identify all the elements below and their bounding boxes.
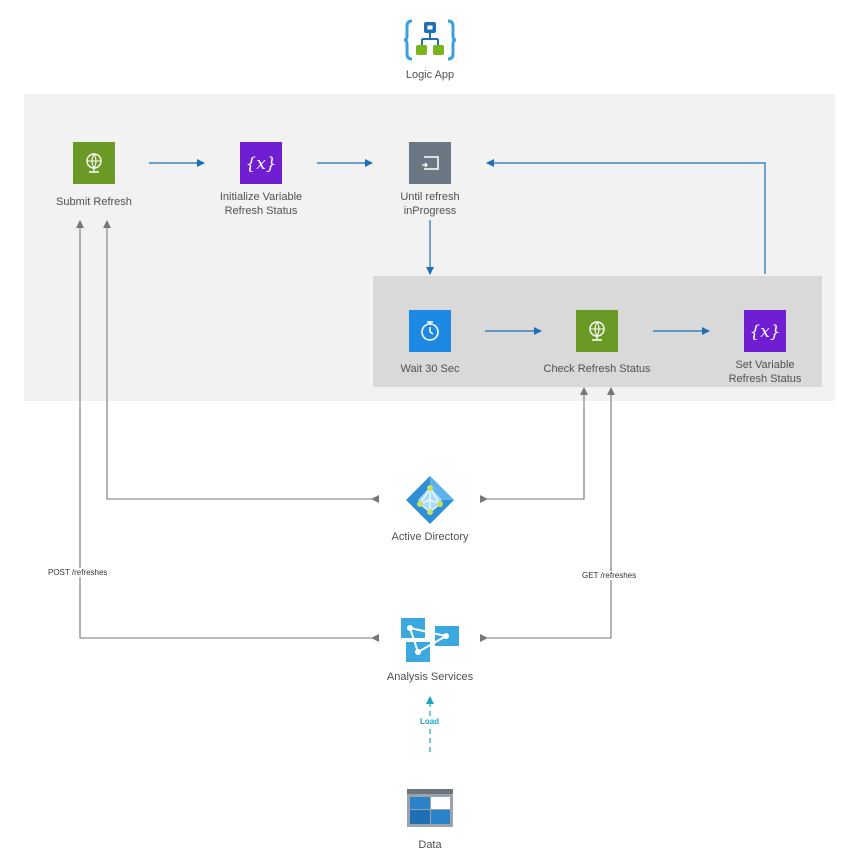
submit-refresh-node[interactable] bbox=[73, 142, 115, 184]
data-label: Data bbox=[418, 839, 442, 851]
logic-app-label: Logic App bbox=[405, 69, 455, 81]
active-directory-label: Active Directory bbox=[391, 531, 469, 543]
stopwatch-icon bbox=[421, 321, 439, 341]
check-refresh-node[interactable] bbox=[576, 310, 618, 352]
arrow-check-ad bbox=[480, 387, 588, 503]
set-variable-node[interactable]: {x} bbox=[744, 310, 786, 352]
load-label: Load bbox=[419, 717, 441, 726]
analysis-services-label: Analysis Services bbox=[386, 671, 474, 683]
set-variable-label: Set Variable Refresh Status bbox=[728, 359, 802, 385]
post-refreshes-label: POST /refreshes bbox=[47, 568, 109, 577]
arrow-check-as-get bbox=[480, 387, 615, 642]
http-globe-icon bbox=[86, 153, 102, 173]
init-variable-node[interactable]: {x} bbox=[240, 142, 282, 184]
data-table-icon[interactable] bbox=[407, 789, 453, 827]
svg-text:{x}: {x} bbox=[749, 322, 780, 342]
submit-refresh-label: Submit Refresh bbox=[56, 196, 132, 208]
variable-icon: {x} bbox=[245, 154, 276, 174]
until-refresh-label: Until refresh inProgress bbox=[400, 191, 460, 217]
svg-text:{x}: {x} bbox=[245, 154, 276, 174]
logic-app-icon bbox=[404, 19, 456, 61]
get-refreshes-label: GET /refreshes bbox=[581, 571, 638, 580]
analysis-services-icon[interactable] bbox=[400, 616, 460, 664]
http-globe-icon bbox=[589, 321, 605, 341]
until-loop-icon bbox=[422, 156, 439, 170]
variable-icon: {x} bbox=[749, 322, 780, 342]
arrow-submit-as-post bbox=[76, 220, 379, 642]
wait-label: Wait 30 Sec bbox=[400, 363, 460, 375]
arrow-set-back-to-until bbox=[486, 159, 766, 274]
check-refresh-label: Check Refresh Status bbox=[543, 363, 651, 375]
init-variable-label: Initialize Variable Refresh Status bbox=[219, 191, 303, 217]
active-directory-icon[interactable] bbox=[405, 475, 455, 525]
arrow-submit-ad bbox=[103, 220, 379, 503]
until-refresh-node[interactable] bbox=[409, 142, 451, 184]
wait-node[interactable] bbox=[409, 310, 451, 352]
